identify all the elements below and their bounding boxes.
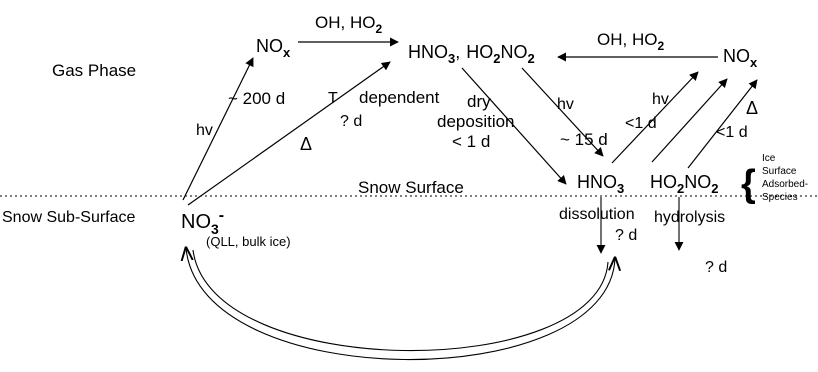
lt1d-a-label: <1 d — [625, 115, 657, 132]
delta-left-label: Δ — [300, 134, 312, 154]
gas-hno3-ho2no2: HNO3,HO2NO2 — [408, 42, 535, 66]
arrow-surface-hno3-to-nox — [611, 71, 699, 164]
dry-label: dry — [467, 92, 491, 111]
ice-label-1: Ice — [762, 153, 776, 164]
hv-mid-label: hv — [557, 96, 574, 113]
q-d-dissolution-label: ? d — [615, 227, 637, 244]
time-15d-label: ~ 15 d — [560, 130, 608, 149]
arrow-no3-to-hno3 — [187, 61, 391, 206]
arrow-no3-to-nox-left — [182, 57, 254, 201]
hv-left-label: hv — [196, 122, 213, 139]
snow-surface-label: Snow Surface — [358, 178, 464, 197]
ice-brace: { — [741, 163, 756, 205]
arrow-surface-ho2no2-to-nox-b — [687, 79, 758, 169]
dissolution-label: dissolution — [559, 206, 635, 223]
surface-hno3: HNO3 — [577, 172, 624, 196]
arc-outer — [186, 248, 615, 361]
no3-species: NO3- — [181, 207, 224, 237]
nox-left: NOx — [256, 36, 291, 60]
arc-inner — [192, 249, 609, 352]
arrow-surface-ho2no2-to-nox-a — [651, 78, 728, 163]
nox-right: NOx — [723, 46, 758, 70]
time-200d-label: ~ 200 d — [228, 89, 285, 108]
deposition-label: deposition — [437, 112, 515, 131]
oh-ho2-label-right: OH, HO2 — [597, 30, 664, 53]
no3-note: (QLL, bulk ice) — [206, 234, 291, 249]
q-d-hydrolysis-label: ? d — [705, 259, 727, 276]
arrow-ho2no2-gas-to-surface — [521, 67, 604, 157]
q-d-upper-label: ? d — [340, 113, 362, 130]
arrow-dry-deposition — [461, 67, 567, 185]
ice-label-3: Adsorbed- — [762, 179, 808, 190]
gas-phase-label: Gas Phase — [52, 61, 136, 80]
ice-label-2: Surface — [762, 166, 797, 177]
lt-1d-dep-label: < 1 d — [452, 132, 490, 151]
lt1d-b-label: <1 d — [716, 124, 748, 141]
dependent-label: dependent — [359, 88, 440, 107]
ice-label-4: Species — [762, 192, 798, 203]
oh-ho2-label-left: OH, HO2 — [315, 13, 382, 36]
hydrolysis-label: hydrolysis — [654, 209, 725, 226]
snow-subsurface-label: Snow Sub-Surface — [2, 209, 136, 226]
hv-right-label: hv — [652, 91, 669, 108]
delta-right-label: Δ — [746, 98, 758, 118]
t-label: T — [328, 90, 338, 107]
surface-ho2no2: HO2NO2 — [650, 172, 718, 196]
